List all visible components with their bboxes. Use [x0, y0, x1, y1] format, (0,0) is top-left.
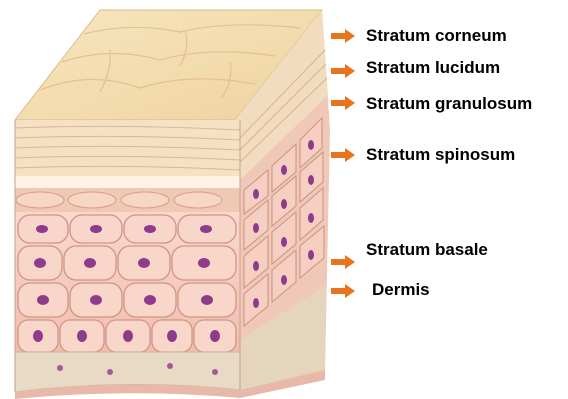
- arrow-dermis-icon: [331, 284, 355, 298]
- label-stratum-granulosum: Stratum granulosum: [366, 94, 532, 114]
- label-stratum-basale: Stratum basale: [366, 240, 488, 260]
- arrow-basale-icon: [331, 255, 355, 269]
- arrow-granulosum-icon: [331, 96, 355, 110]
- arrow-spinosum-icon: [331, 148, 355, 162]
- arrow-corneum-icon: [331, 29, 355, 43]
- arrow-lucidum-icon: [331, 64, 355, 78]
- lucidum-band: [15, 176, 240, 188]
- front-corneum: [15, 120, 240, 180]
- label-dermis: Dermis: [372, 280, 430, 300]
- label-stratum-lucidum: Stratum lucidum: [366, 58, 500, 78]
- label-stratum-corneum: Stratum corneum: [366, 26, 507, 46]
- label-stratum-spinosum: Stratum spinosum: [366, 145, 515, 165]
